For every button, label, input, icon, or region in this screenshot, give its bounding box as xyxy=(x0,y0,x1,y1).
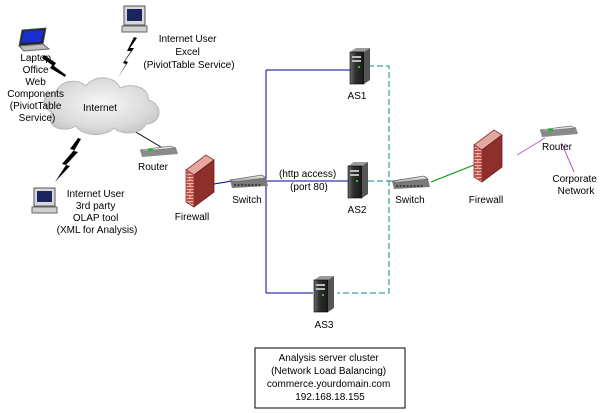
as3-label: AS3 xyxy=(315,320,334,331)
router-left-label: Router xyxy=(138,162,169,173)
link-switch-firewall-right xyxy=(430,164,475,183)
lightning-bolt-icon xyxy=(42,55,66,77)
server-tower-icon xyxy=(313,276,334,313)
lightning-bolt-icon xyxy=(55,138,81,182)
cluster-caption-text: Analysis server cluster (Network Load Ba… xyxy=(267,353,393,403)
server-tower-icon xyxy=(347,162,368,199)
workstation-icon xyxy=(121,5,148,33)
laptop-label: Laptop Office Web Components (PiviotTabl… xyxy=(7,53,66,124)
http-access-note: (http access) (port 80) xyxy=(279,169,339,193)
cluster-caption-box xyxy=(254,347,406,409)
laptop-icon xyxy=(17,27,51,52)
as1-label: AS1 xyxy=(348,91,367,102)
router-icon xyxy=(539,125,578,137)
link-router-corporate xyxy=(561,143,575,173)
router-icon xyxy=(139,145,178,157)
switch-right-label: Switch xyxy=(395,195,424,206)
workstation-icon xyxy=(31,187,58,214)
switch-icon xyxy=(390,175,430,189)
as2-label: AS2 xyxy=(348,205,367,216)
wireless-links xyxy=(42,37,137,182)
olap-user-label: Internet User 3rd party OLAP tool (XML f… xyxy=(57,189,138,236)
router-right-label: Router xyxy=(542,142,573,153)
firewall-left-label: Firewall xyxy=(175,212,209,223)
internet-cloud-icon xyxy=(43,77,160,135)
link-cluster-dashed xyxy=(337,65,392,294)
corporate-network-label: Corporate Network xyxy=(552,174,599,197)
server-tower-icon xyxy=(349,48,370,85)
link-router-firewall xyxy=(133,130,167,151)
lightning-bolt-icon xyxy=(118,37,137,78)
switch-icon xyxy=(228,174,268,188)
switch-left-label: Switch xyxy=(232,195,261,206)
firewall-icon xyxy=(185,154,215,208)
link-firewall-router-right xyxy=(516,137,546,156)
internet-label: Internet xyxy=(83,103,117,114)
excel-user-label: Internet User Excel (PiviotTable Service… xyxy=(143,34,234,71)
firewall-icon xyxy=(473,129,503,183)
firewall-right-label: Firewall xyxy=(469,195,503,206)
connections xyxy=(133,65,575,294)
link-firewall-switch xyxy=(213,180,233,185)
